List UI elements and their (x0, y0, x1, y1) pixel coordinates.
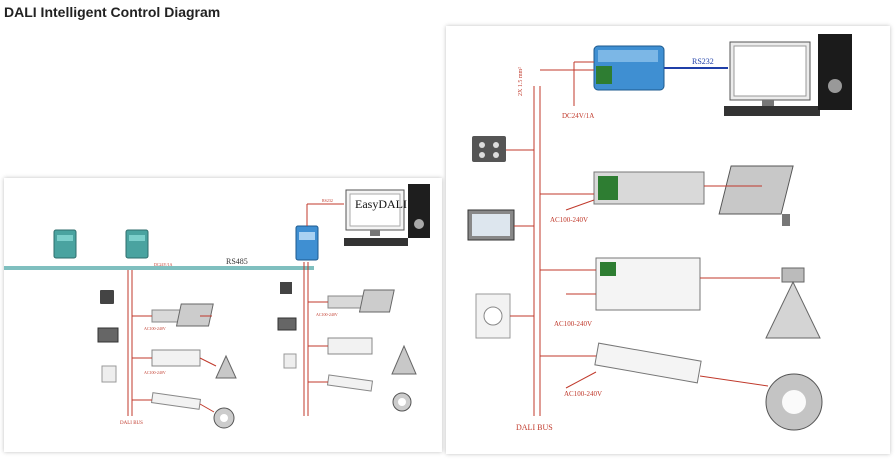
left-dali-bus-label: DALI BUS (120, 421, 143, 426)
touch-panel-2 (277, 317, 297, 331)
left-gateway (295, 225, 319, 261)
rs232-label: RS232 (692, 57, 714, 66)
right-ac-label-1: AC100-240V (550, 216, 588, 224)
high-bay-1 (215, 354, 237, 379)
touch-panel-1 (97, 327, 119, 343)
downlight (765, 373, 823, 431)
right-dali-bus-label: DALI BUS (516, 423, 553, 432)
dimmer-knob-1 (101, 365, 117, 383)
dimmer-knob-2 (283, 353, 297, 369)
downlight-1 (213, 407, 235, 429)
left-diagram-canvas: RS485 DC24V/1A RS232 EasyDALI (4, 184, 430, 429)
left-computer (344, 184, 430, 246)
right-ac-label-3: AC100-240V (564, 390, 602, 398)
right-diagram-canvas: 2X 1.5 mm² DALI BUS DC24V/1A RS232 (467, 34, 852, 432)
left-ac-label-2: AC100-240V (144, 370, 166, 375)
downlight-2 (392, 392, 412, 412)
teal-module-1 (53, 229, 77, 259)
left-ac-label-3: AC100-240V (316, 312, 338, 317)
driver-5 (327, 337, 373, 355)
page-title: DALI Intelligent Control Diagram (4, 4, 221, 20)
driver-c (594, 342, 702, 384)
software-label: EasyDALI (355, 197, 407, 211)
wire-label: 2X 1.5 mm² (518, 67, 524, 96)
right-ac-label-2: AC100-240V (554, 320, 592, 328)
driver-a (593, 171, 705, 205)
gw-label: RS232 (322, 198, 333, 203)
driver-b (595, 257, 701, 311)
right-diagram: 2X 1.5 mm² DALI BUS DC24V/1A RS232 (446, 26, 890, 454)
switch-panel-1 (100, 290, 114, 304)
rs485-label: RS485 (226, 257, 248, 266)
teal-module-2 (125, 229, 149, 259)
flood-light-2 (358, 289, 395, 313)
power-label: DC24V/1A (562, 112, 594, 120)
high-bay-2 (391, 344, 417, 375)
left-diagram: RS485 DC24V/1A RS232 EasyDALI (4, 178, 442, 452)
switch-panel-2 (280, 282, 292, 294)
driver-3 (150, 392, 202, 410)
high-bay-light (765, 267, 821, 339)
driver-2 (151, 349, 201, 367)
flood-light (718, 165, 794, 226)
switch-panel (472, 136, 506, 162)
right-computer (724, 34, 852, 116)
left-ac-label-1: AC100-240V (144, 326, 166, 331)
driver-6 (326, 374, 374, 392)
flood-light-1 (175, 303, 214, 327)
feed-label: DC24V/1A (154, 262, 173, 267)
right-gateway (593, 45, 665, 91)
